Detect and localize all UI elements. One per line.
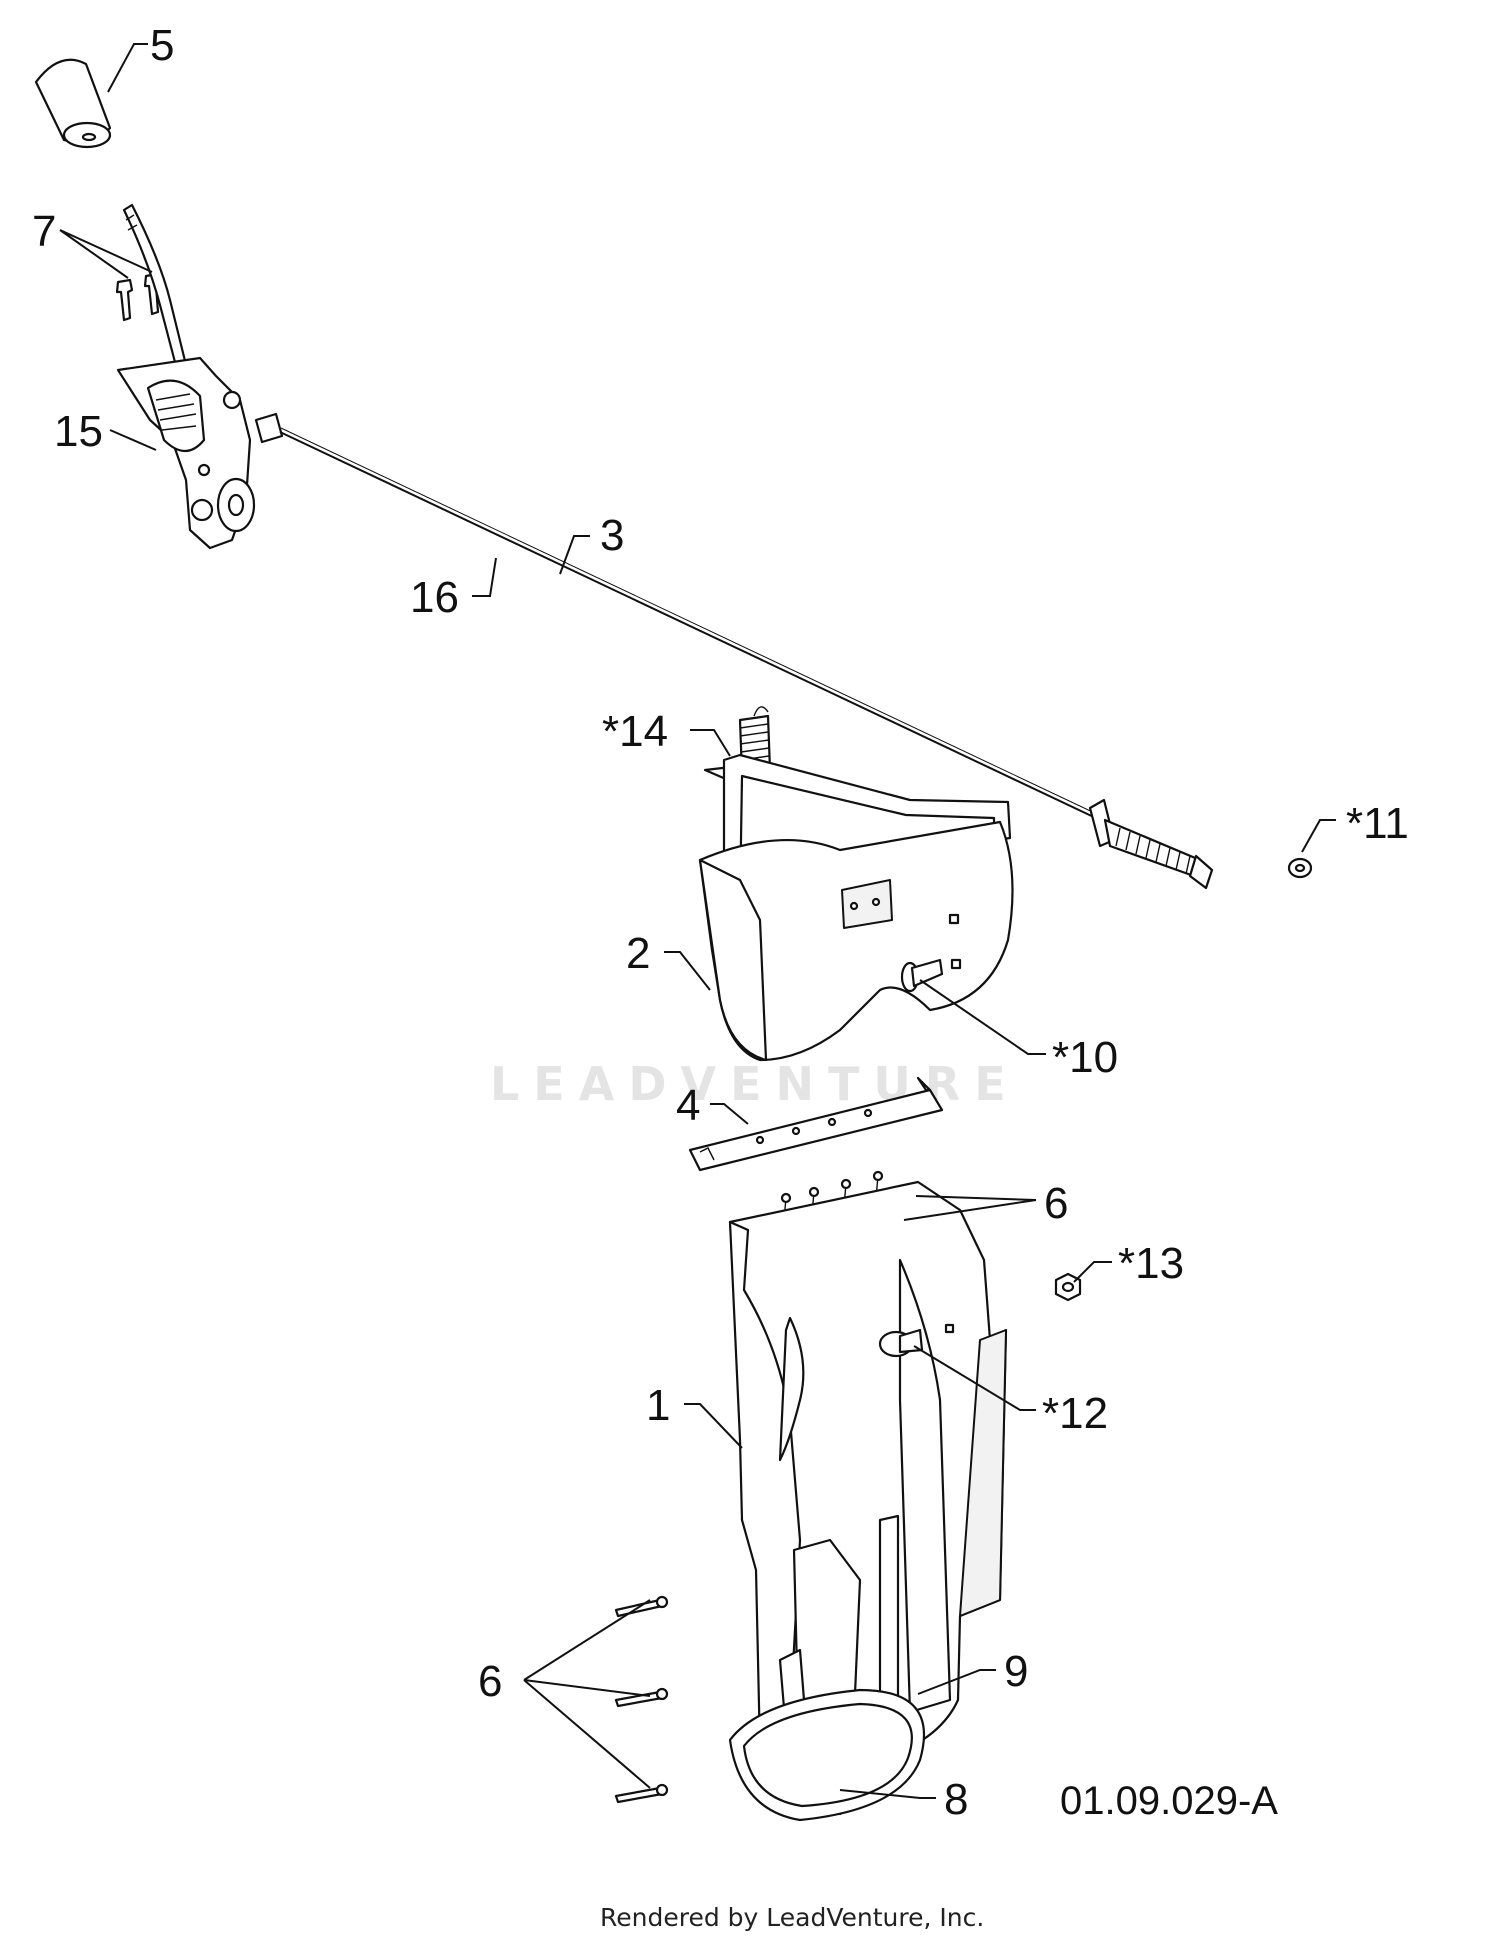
footer-credit: Rendered by LeadVenture, Inc.: [600, 1903, 984, 1932]
part-9-chute-base: [728, 1688, 925, 1822]
part-10-carriage-bolt: [900, 958, 944, 993]
drawing-code: 01.09.029-A: [1060, 1779, 1278, 1823]
callout-4: 4: [676, 1081, 700, 1130]
callout-3: 3: [600, 511, 624, 560]
callout-labels: 5 7 15 3 16 *14 *11 2 *10 4 6 *13 *12 1 …: [32, 21, 1409, 1824]
callout-11: *11: [1346, 799, 1409, 848]
watermark: LEADVENTURE: [490, 1057, 1020, 1111]
callout-6-top: 6: [1044, 1179, 1068, 1228]
part-2-chute-deflector: [698, 753, 1014, 1062]
callout-10: *10: [1052, 1033, 1118, 1082]
callout-12: *12: [1042, 1389, 1108, 1438]
callout-15: 15: [54, 407, 103, 456]
part-3-16-shift-cable: [279, 427, 1214, 890]
callout-6-left: 6: [478, 1657, 502, 1706]
callout-2: 2: [626, 929, 650, 978]
callout-1: 1: [646, 1381, 670, 1430]
part-11-nut: [1287, 857, 1313, 879]
leader-lines: [59, 43, 1336, 1799]
part-4-bracket: [688, 1076, 944, 1172]
part-5-shift-knob: [34, 58, 112, 149]
callout-9: 9: [1004, 1647, 1028, 1696]
part-1-lower-chute: [728, 1180, 1008, 1762]
part-15-shift-lever-assembly: [116, 203, 284, 550]
callout-5: 5: [150, 21, 174, 70]
part-6-rivets-left: [614, 1595, 669, 1804]
part-13-nut: [1054, 1272, 1082, 1302]
callout-7: 7: [32, 207, 56, 256]
callout-13: *13: [1118, 1239, 1184, 1288]
callout-16: 16: [410, 573, 459, 622]
callout-8: 8: [944, 1775, 968, 1824]
callout-14: *14: [602, 707, 668, 756]
